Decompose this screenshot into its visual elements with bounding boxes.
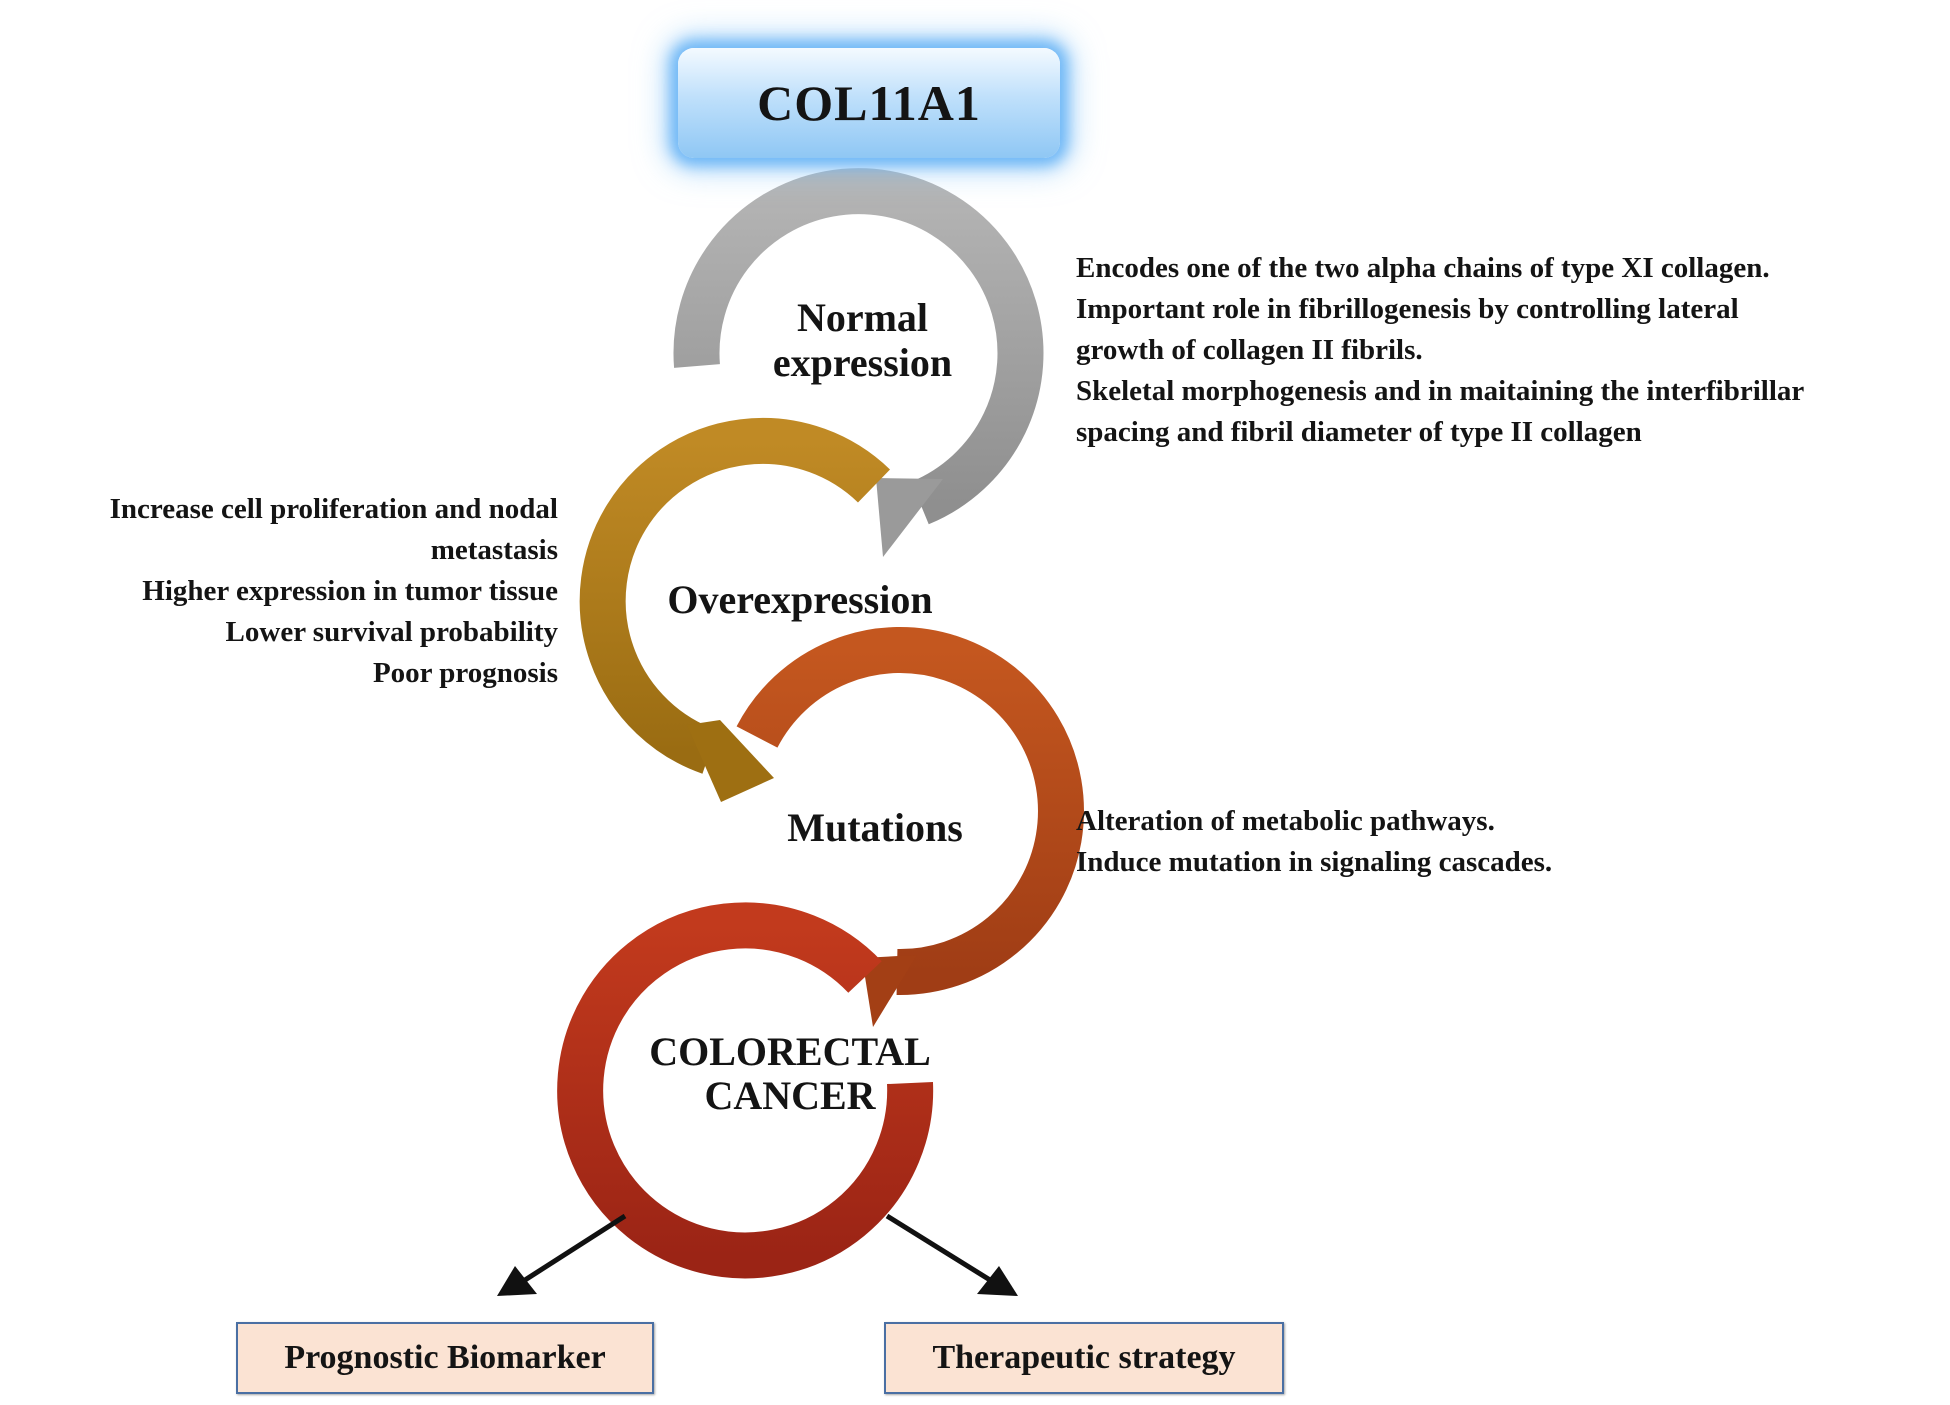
stage-label-mutations: Mutations: [735, 805, 1015, 851]
stage-label-normal-expression: Normal expression: [720, 295, 1005, 386]
title-text: COL11A1: [757, 75, 981, 131]
arrow-to-therapeutic-strategy: [885, 1213, 1018, 1296]
note-line: Important role in fibrillogenesis by con…: [1076, 293, 1739, 325]
note-overexpression: Increase cell proliferation and nodal me…: [20, 489, 558, 694]
arrow-to-prognostic-biomarker: [497, 1213, 627, 1296]
ring-overexpression: [579, 417, 890, 802]
ring-mutations: [736, 627, 1084, 1027]
outcome-therapeutic-strategy: Therapeutic strategy: [884, 1322, 1284, 1394]
note-line: Increase cell proliferation and nodal: [109, 493, 558, 525]
stage-label-line: CANCER: [704, 1073, 876, 1118]
note-line: Encodes one of the two alpha chains of t…: [1076, 252, 1770, 284]
outcome-label: Prognostic Biomarker: [284, 1339, 606, 1376]
note-line: Lower survival probability: [225, 616, 558, 648]
stage-label-overexpression: Overexpression: [620, 577, 980, 623]
note-line: metastasis: [430, 534, 558, 566]
note-line: Skeletal morphogenesis and in maitaining…: [1076, 375, 1805, 407]
outcome-label: Therapeutic strategy: [932, 1339, 1236, 1376]
note-line: Induce mutation in signaling cascades.: [1076, 846, 1553, 878]
note-line: Higher expression in tumor tissue: [142, 575, 558, 607]
note-line: Poor prognosis: [372, 657, 558, 689]
ring-colorectal-cancer: [557, 902, 934, 1279]
note-mutations: Alteration of metabolic pathways. Induce…: [1076, 801, 1552, 883]
stage-label-line: Mutations: [787, 805, 963, 850]
note-line: growth of collagen II fibrils.: [1076, 334, 1423, 366]
ring-normal-expression: [673, 168, 1044, 557]
stage-label-line: COLORECTAL: [649, 1029, 931, 1074]
stage-label-colorectal-cancer: COLORECTAL CANCER: [615, 1030, 965, 1118]
outcome-prognostic-biomarker: Prognostic Biomarker: [236, 1322, 654, 1394]
stage-label-line: Normal: [796, 295, 929, 340]
stage-label-line: Overexpression: [667, 577, 933, 622]
stage-label-line: expression: [772, 339, 953, 385]
note-line: spacing and fibril diameter of type II c…: [1076, 416, 1642, 448]
note-normal-expression: Encodes one of the two alpha chains of t…: [1076, 248, 1804, 453]
title-box: COL11A1: [678, 48, 1060, 158]
note-line: Alteration of metabolic pathways.: [1076, 805, 1495, 837]
